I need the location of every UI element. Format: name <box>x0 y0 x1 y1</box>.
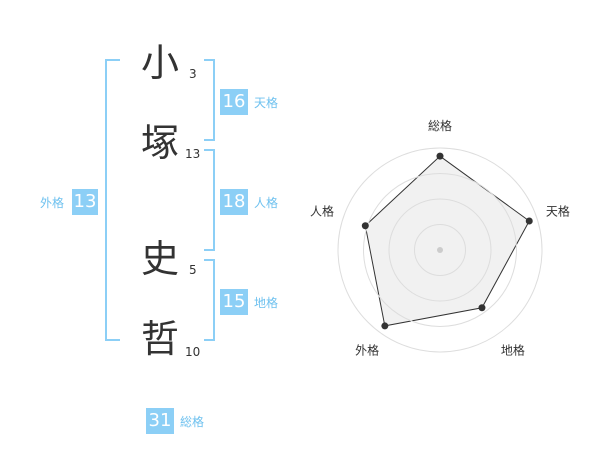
radar-data-area <box>364 155 530 327</box>
name-char-2: 塚 <box>141 121 180 165</box>
radar-point-3 <box>478 304 486 312</box>
stroke-count-2: 13 <box>185 147 201 161</box>
chikaku-badge: 15 <box>220 289 248 315</box>
soukaku-badge: 31 <box>146 408 174 434</box>
tenkaku-label: 天格 <box>254 96 279 110</box>
chikaku-label: 地格 <box>254 296 279 310</box>
tenkaku-bracket <box>204 59 215 141</box>
chikaku-bracket <box>204 259 215 341</box>
radar-center-point <box>437 247 443 253</box>
radar-axis-label-4: 外格 <box>355 342 379 357</box>
name-char-4: 哲 <box>141 317 180 361</box>
stroke-count-1: 3 <box>189 67 197 81</box>
gaikaku-bracket <box>105 59 120 341</box>
radar-axis-label-1: 総格 <box>428 118 452 133</box>
jinkaku-badge: 18 <box>220 189 248 215</box>
radar-ring-inner <box>414 224 466 276</box>
radar-point-5 <box>361 222 369 230</box>
jinkaku-label: 人格 <box>254 196 279 210</box>
radar-point-4 <box>381 322 389 330</box>
radar-axis-label-5: 人格 <box>310 204 334 219</box>
stroke-count-3: 5 <box>189 263 197 277</box>
radar-ring-inner <box>388 198 492 302</box>
gaikaku-badge: 13 <box>72 189 98 215</box>
soukaku-label: 総格 <box>180 415 205 429</box>
gaikaku-label: 外格 <box>40 196 65 210</box>
tenkaku-badge: 16 <box>220 89 248 115</box>
radar-axis-label-3: 地格 <box>501 342 525 357</box>
radar-axis-label-2: 天格 <box>546 204 570 219</box>
radar-ring-inner <box>363 173 517 327</box>
stroke-count-4: 10 <box>185 345 201 359</box>
name-char-3: 史 <box>141 237 180 281</box>
jinkaku-bracket <box>204 149 215 251</box>
radar-point-2 <box>525 217 533 225</box>
name-char-1: 小 <box>141 41 180 85</box>
radar-point-1 <box>436 152 444 160</box>
